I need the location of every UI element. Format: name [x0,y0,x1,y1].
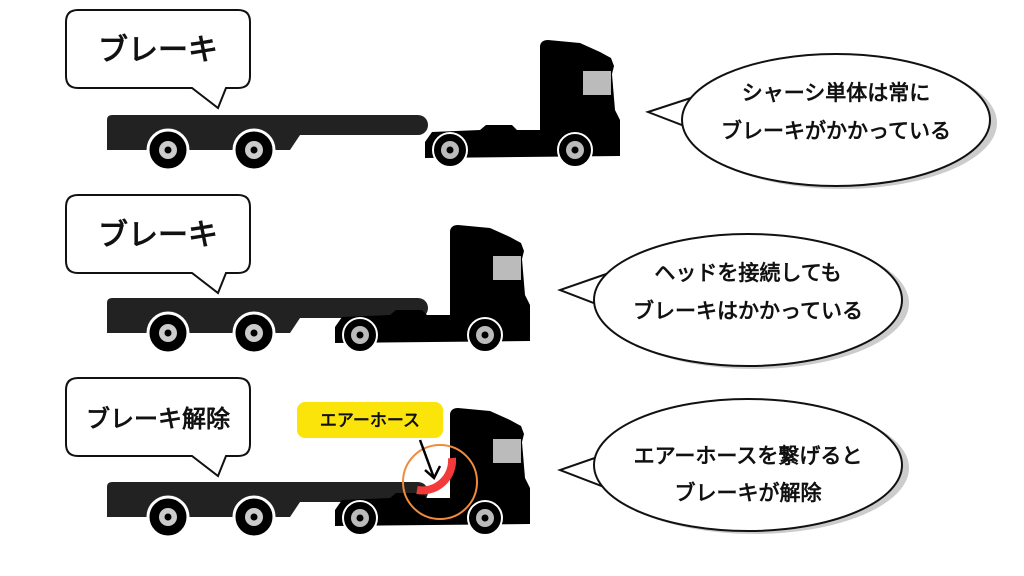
highlight-circle [402,444,478,520]
label-text: ブレーキ [98,218,218,253]
message-line-1: ヘッドを接続しても [654,261,841,285]
panel-2: ブレーキ ヘッドを接続しても ブレーキはかかっている [65,194,909,369]
label-text: ブレーキ [98,33,218,68]
message-line-2: ブレーキがかかっている [721,119,951,143]
tractor-head [424,39,621,168]
label-text: ブレーキ解除 [86,405,231,433]
chassis-trailer [105,113,430,172]
message-bubble [557,233,909,369]
message-line-2: ブレーキはかかっている [633,299,863,323]
arrow-icon [418,439,442,481]
message-line-1: シャーシ単体は常に [742,81,931,105]
callout-badge [297,402,443,438]
message-bubble [645,53,997,189]
tractor-head [334,224,531,353]
air-hose [416,457,457,495]
callout-text: エアーホース [320,411,420,431]
panel-1: ブレーキ シャーシ単体は常に ブレーキがかかっている [65,9,997,189]
panel-3: ブレーキ解除 エアーホース エアーホースを繋げると ブレーキが解除 [65,377,909,539]
message-bubble [557,398,909,534]
message-line-2: ブレーキが解除 [675,481,823,505]
message-line-1: エアーホースを繋げると [634,444,863,468]
